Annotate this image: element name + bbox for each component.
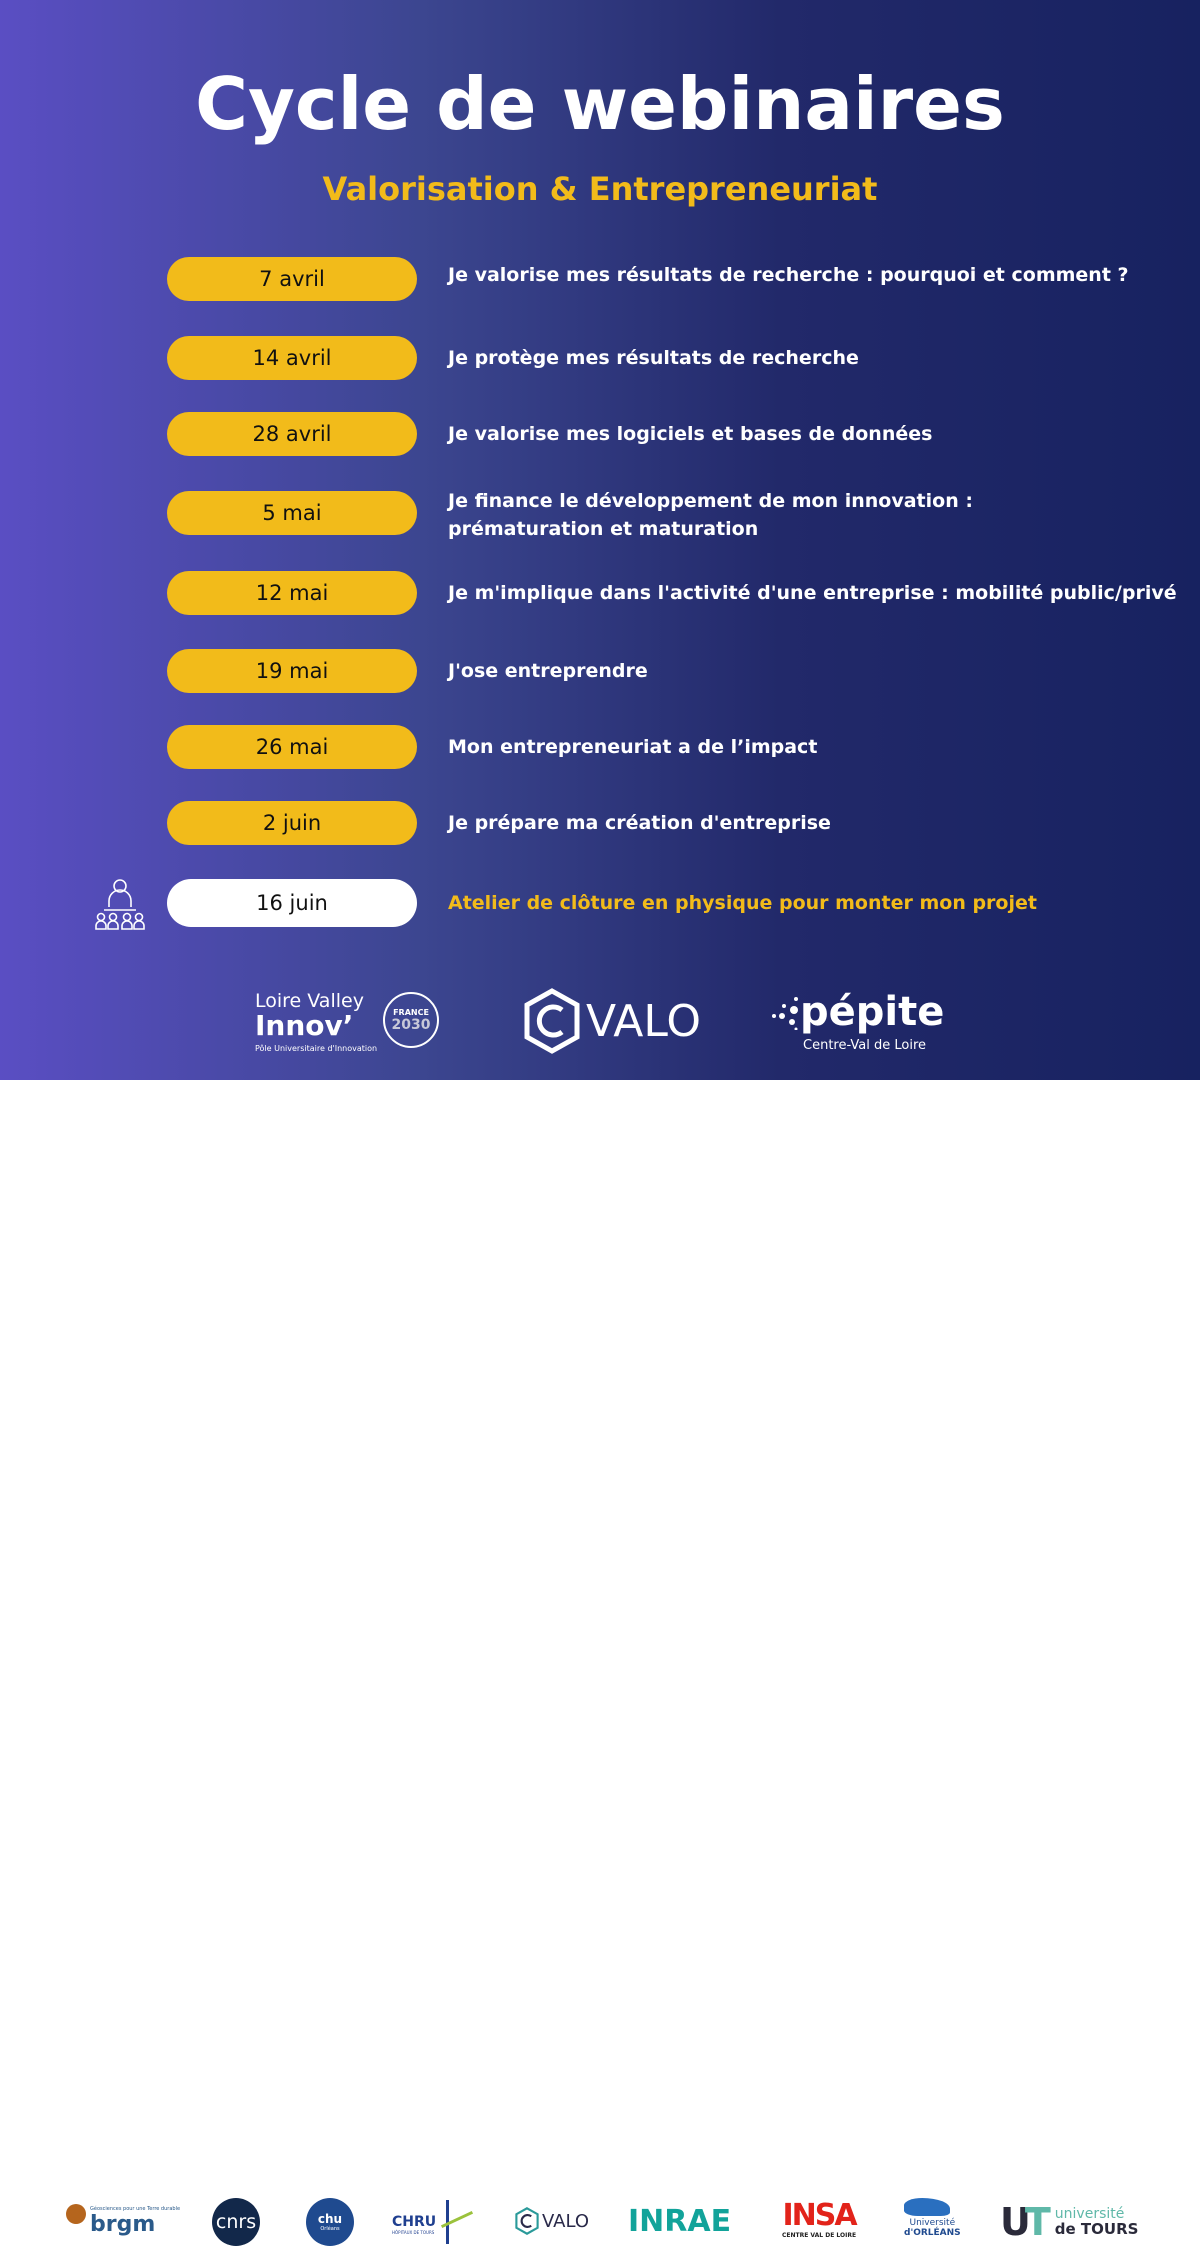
- logo-text: VALO: [542, 2210, 590, 2232]
- session-topic: Mon entrepreneuriat a de l’impact: [448, 736, 818, 758]
- date-pill: 19 mai: [167, 649, 417, 693]
- logo-text: chu: [317, 2212, 343, 2226]
- logo-text: Innov’: [255, 1009, 354, 1042]
- session-row: 19 mai J'ose entreprendre: [0, 649, 1200, 695]
- page-subtitle: Valorisation & Entrepreneuriat: [322, 170, 878, 208]
- logo-text: brgm: [90, 2212, 156, 2237]
- session-row: 14 avril Je protège mes résultats de rech…: [0, 336, 1200, 382]
- logo-text: HÔPITAUX DE TOURS: [392, 2230, 435, 2235]
- date-pill: 28 avril: [167, 412, 417, 456]
- session-row: 5 mai Je finance le développement de mon …: [0, 490, 1200, 540]
- inrae-logo: INRAE: [628, 2204, 732, 2239]
- logo-text: Université: [909, 2218, 956, 2228]
- date-pill: 12 mai: [167, 571, 417, 615]
- session-row: 28 avril Je valorise mes logiciels et bas…: [0, 412, 1200, 458]
- cnrs-logo: cnrs: [212, 2198, 260, 2246]
- logo-text: de TOURS: [1054, 2220, 1139, 2238]
- cvalo-partner-logo: VALO: [515, 2207, 589, 2235]
- cvalo-hexagon-icon: [524, 988, 580, 1054]
- logo-text: INSA: [782, 2198, 857, 2233]
- date-pill: 14 avril: [167, 336, 417, 380]
- logo-text: CENTRE VAL DE LOIRE: [782, 2232, 857, 2239]
- loire-valley-innov-logo: Loire Valley Innov’ Pôle Universitaire d…: [255, 990, 439, 1053]
- logo-text: Centre-Val de Loire: [803, 1038, 927, 1053]
- session-topic: Je valorise mes résultats de recherche :…: [448, 264, 1129, 286]
- date-pill: 26 mai: [167, 725, 417, 769]
- session-topic: Atelier de clôture en physique pour mont…: [448, 892, 1037, 914]
- group-meeting-icon: [95, 879, 145, 930]
- pepite-dots-icon: [772, 997, 798, 1030]
- pepite-logo: pépite Centre-Val de Loire: [770, 990, 944, 1053]
- logo-text: VALO: [586, 995, 701, 1047]
- session-topic: Je prépare ma création d'entreprise: [448, 812, 831, 834]
- date-pill: 5 mai: [167, 491, 417, 535]
- logo-text: Pôle Universitaire d'Innovation: [255, 1044, 378, 1053]
- date-pill: 2 juin: [167, 801, 417, 845]
- session-row-closing: 16 juin Atelier de clôture en physique po…: [0, 879, 1200, 927]
- session-topic: Je finance le développement de mon innov…: [448, 487, 973, 543]
- session-topic: J'ose entreprendre: [448, 660, 648, 682]
- session-topic: Je m'implique dans l'activité d'une entr…: [448, 582, 1177, 604]
- session-row: 12 mai Je m'implique dans l'activité d'un…: [0, 571, 1200, 617]
- page-title: Cycle de webinaires: [195, 62, 1005, 146]
- date-pill: 7 avril: [167, 257, 417, 301]
- logo-text: université: [1054, 2206, 1125, 2222]
- session-row: 7 avril Je valorise mes résultats de rech…: [0, 257, 1200, 303]
- session-row: 2 juin Je prépare ma création d'entrepris…: [0, 801, 1200, 847]
- logo-text: Orléans: [320, 2226, 340, 2232]
- date-pill: 16 juin: [167, 879, 417, 927]
- badge-text: 2030: [391, 1017, 431, 1033]
- session-topic: Je valorise mes logiciels et bases de do…: [448, 423, 933, 445]
- topic-line: prématuration et maturation: [448, 518, 759, 540]
- logo-text: d'ORLÉANS: [904, 2228, 961, 2238]
- badge-text: FRANCE: [393, 1008, 429, 1017]
- session-row: 26 mai Mon entrepreneuriat a de l’impact: [0, 725, 1200, 771]
- cvalo-logo: VALO: [524, 988, 701, 1054]
- topic-line: Je finance le développement de mon innov…: [448, 490, 973, 512]
- logo-text: CHRU: [392, 2214, 437, 2230]
- session-topic: Je protège mes résultats de recherche: [448, 347, 859, 369]
- logo-text: Loire Valley: [255, 990, 364, 1012]
- logo-text: pépite: [800, 989, 945, 1035]
- hero-banner: Cycle de webinaires Valorisation & Entre…: [0, 0, 1200, 1080]
- cvalo-hexagon-icon: [515, 2207, 539, 2235]
